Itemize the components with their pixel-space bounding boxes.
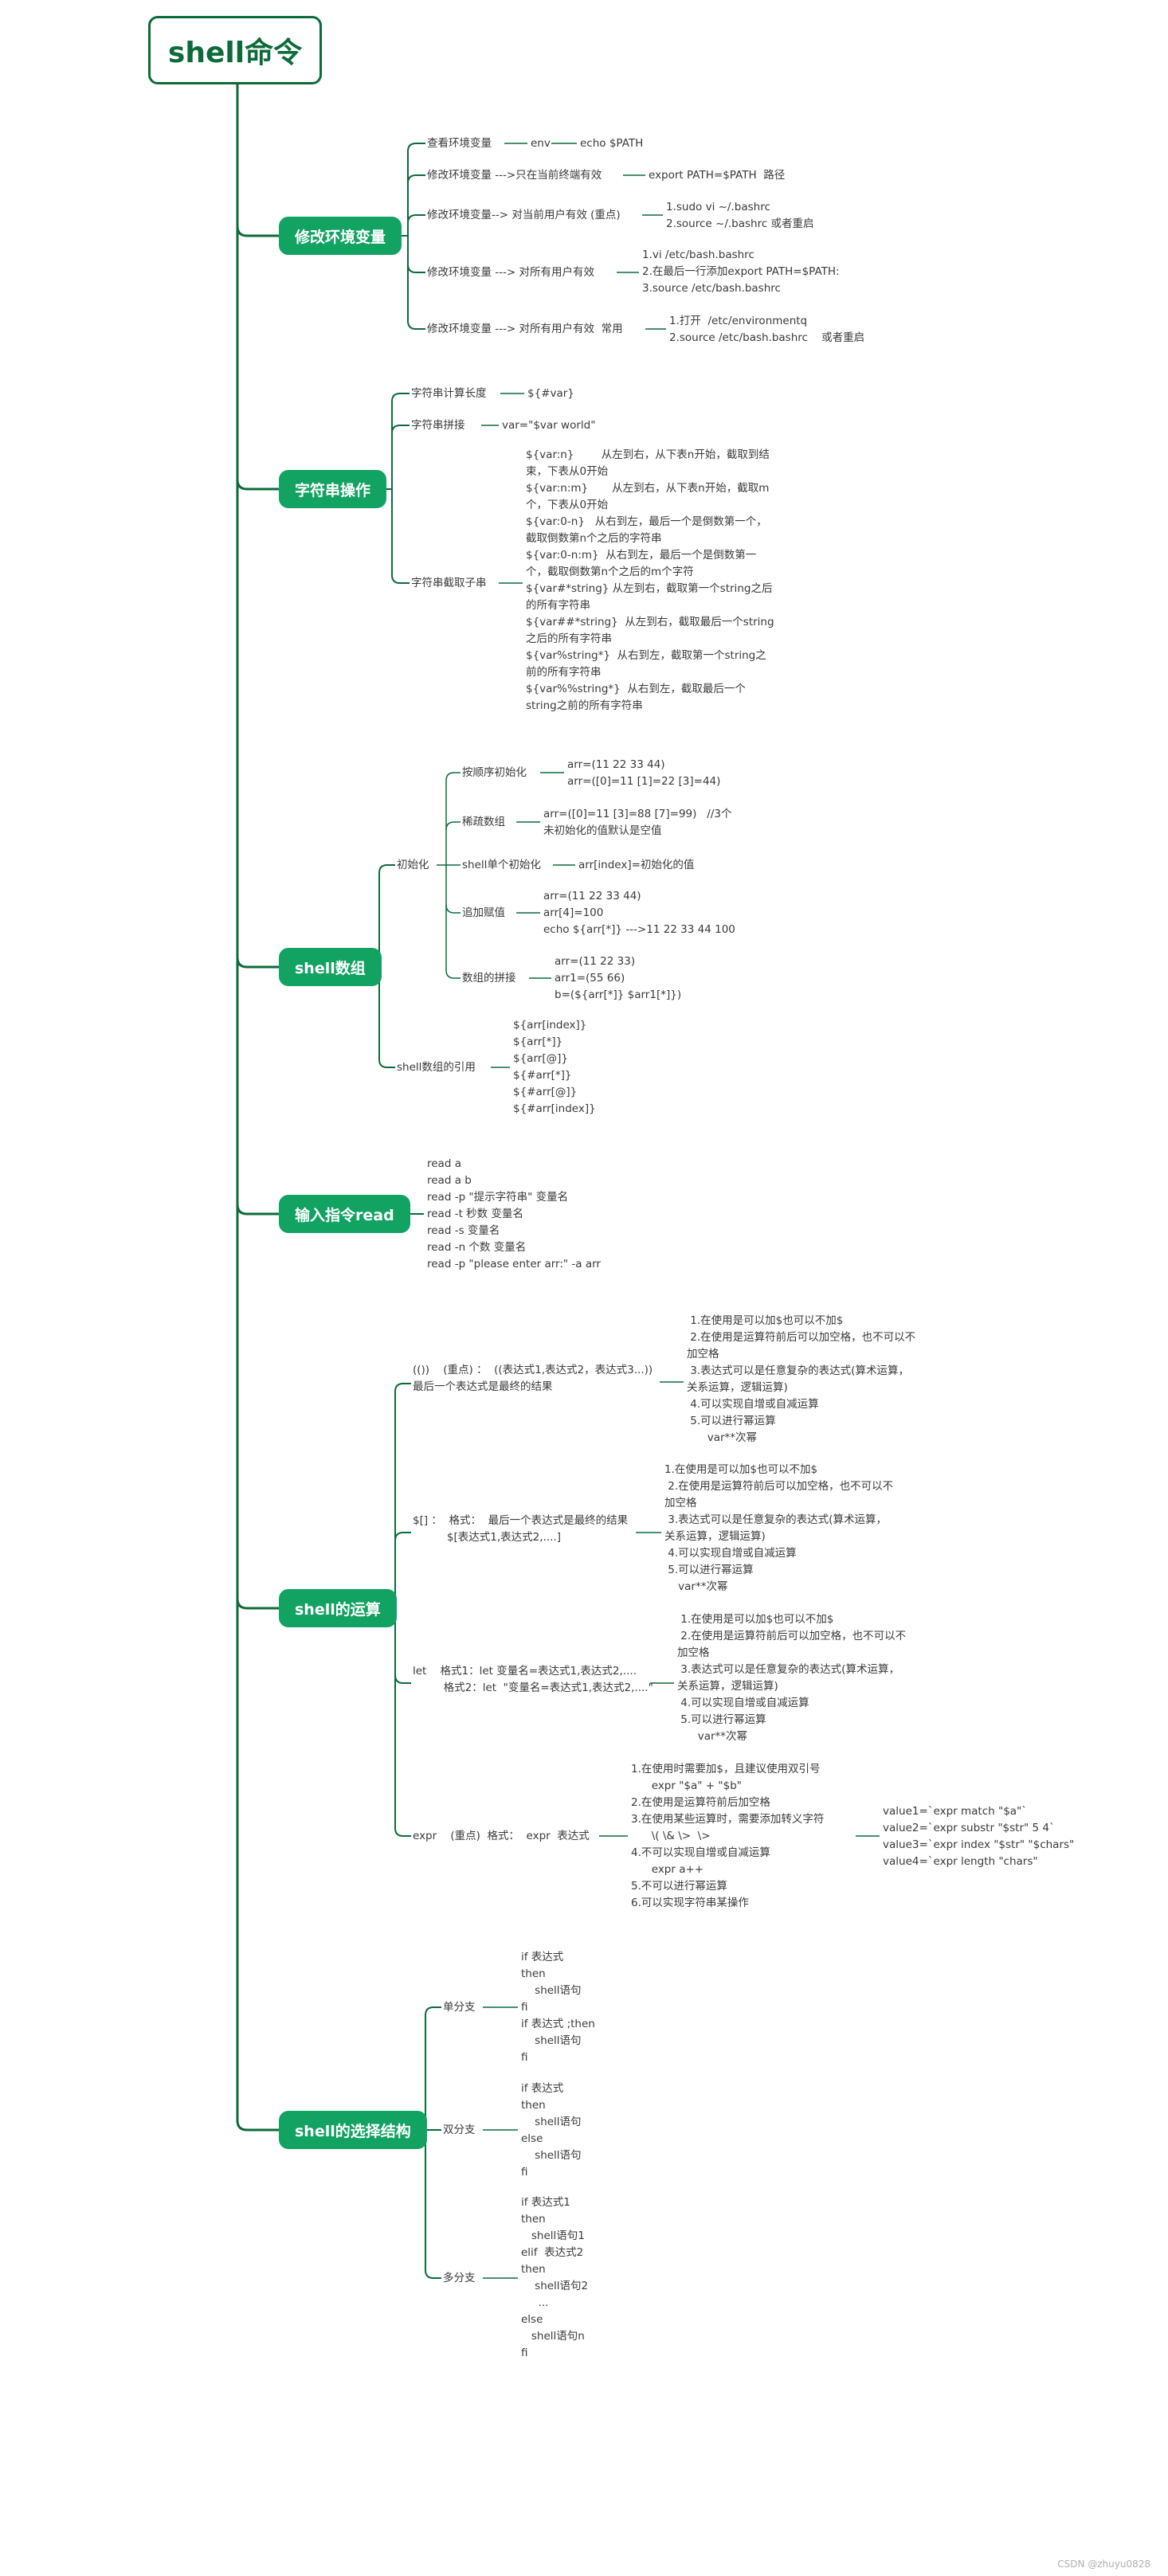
connector (407, 214, 425, 224)
str-length: 字符串计算长度 (411, 387, 487, 400)
root-node: shell命令 (148, 16, 322, 84)
connector (391, 425, 410, 434)
connector (391, 393, 410, 402)
env-current-user-steps: 1.sudo vi ~/.bashrc 2.source ~/.bashrc 或… (666, 201, 814, 230)
arr-seq-init: 按顺序初始化 (462, 766, 527, 779)
calc-expr-string-ops: value1=`expr match "$a"` value2=`expr su… (883, 1805, 1075, 1868)
connector (236, 479, 279, 491)
calc-brackets-notes: 1.在使用是可以加$也可以不加$ 2.在使用是运算符前后可以加空格，也不可以不 … (664, 1463, 894, 1593)
env-echo-path: echo $PATH (580, 137, 644, 150)
connector (425, 2006, 441, 2016)
connector (394, 1383, 411, 1392)
arr-reference: shell数组的引用 (397, 1061, 476, 1074)
connector (394, 1674, 411, 1684)
branch-string: 字符串操作 (279, 470, 387, 508)
env-all-users-common-steps: 1.打开 /etc/environmentq 2.source /etc/bas… (669, 315, 865, 344)
calc-brackets: $[] ： 格式： 最后一个表达式是最终的结果 $[表达式1,表达式2,....… (413, 1514, 629, 1544)
arr-sparse: 稀疏数组 (462, 816, 505, 828)
str-concat: 字符串拼接 (411, 419, 465, 432)
connector (425, 2269, 441, 2279)
connector (445, 969, 461, 979)
connector (236, 225, 279, 237)
branch-calc: shell的运算 (279, 1589, 397, 1627)
arr-append: 追加赋值 (462, 906, 505, 919)
arr-seq-init-code: arr=(11 22 33 44) arr=([0]=11 [1]=22 [3]… (567, 758, 721, 788)
connector (236, 1598, 279, 1610)
branch-select: shell的选择结构 (279, 2111, 427, 2149)
watermark-text: CSDN @zhuyu0828 (1057, 2558, 1150, 2570)
env-terminal: 修改环境变量 --->只在当前终端有效 (427, 169, 602, 182)
env-all-users-steps: 1.vi /etc/bash.bashrc 2.在最后一行添加export PA… (642, 249, 840, 295)
calc-let-notes: 1.在使用是可以加$也可以不加$ 2.在使用是运算符前后可以加空格，也不可以不 … (677, 1613, 907, 1743)
env-view: 查看环境变量 (427, 137, 492, 150)
arr-concat-code: arr=(11 22 33) arr1=(55 66) b=(${arr[*]}… (555, 955, 682, 1001)
select-single-code: if 表达式 then shell语句 fi if 表达式 ;then shel… (521, 1951, 595, 2064)
str-substring: 字符串截取子串 (411, 577, 487, 589)
env-current-user: 修改环境变量--> 对当前用户有效 (重点) (427, 209, 621, 221)
connector (394, 1532, 411, 1541)
connector (445, 821, 461, 831)
env-terminal-cmd: export PATH=$PATH 路径 (649, 169, 786, 182)
arr-single-init: shell单个初始化 (462, 859, 541, 871)
str-length-syntax: ${#var} (527, 387, 574, 400)
calc-let: let 格式1：let 变量名=表达式1,表达式2,.... 格式2：let "… (413, 1665, 653, 1694)
branch-env: 修改环境变量 (279, 217, 402, 255)
connector (378, 1059, 395, 1068)
connector (394, 1827, 411, 1837)
connector (407, 320, 425, 330)
calc-expr-notes: 1.在使用时需要加$，且建议使用双引号 expr "$a" + "$b" 2.在… (631, 1763, 825, 1909)
env-cmd: env (531, 137, 551, 150)
select-double-code: if 表达式 then shell语句 else shell语句 fi (521, 2082, 582, 2179)
calc-double-paren: (()) (重点) ： ((表达式1,表达式2，表达式3...)) 最后一个表达… (413, 1364, 653, 1393)
select-multi: 多分支 (443, 2272, 476, 2284)
branch-read: 输入指令read (279, 1195, 410, 1233)
calc-double-paren-notes: 1.在使用是可以加$也可以不加$ 2.在使用是运算符前后可以加空格，也不可以不 … (687, 1314, 916, 1444)
connector (236, 1204, 279, 1216)
select-multi-code: if 表达式1 then shell语句1 elif 表达式2 then she… (521, 2196, 589, 2359)
str-substring-rules: ${var:n} 从左到右，从下表n开始，截取到结 束，下表从0开始 ${var… (526, 448, 774, 712)
env-all-users-common: 修改环境变量 ---> 对所有用户有效 常用 (427, 323, 623, 335)
connector (407, 174, 425, 184)
arr-init: 初始化 (397, 859, 429, 871)
select-single: 单分支 (443, 2001, 476, 2014)
branch-array: shell数组 (279, 948, 382, 986)
arr-sparse-code: arr=([0]=11 [3]=88 [7]=99) //3个 未初始化的值默认… (543, 808, 732, 837)
connector (445, 772, 461, 781)
connector (407, 264, 425, 273)
arr-single-init-code: arr[index]=初始化的值 (578, 859, 695, 871)
arr-reference-syntax: ${arr[index]} ${arr[*]} ${arr[@]} ${#arr… (513, 1019, 596, 1115)
connector (391, 574, 410, 584)
select-double: 双分支 (443, 2124, 476, 2136)
connector (407, 143, 425, 152)
connector (378, 864, 395, 874)
arr-append-code: arr=(11 22 33 44) arr[4]=100 echo ${arr[… (543, 890, 735, 936)
str-concat-syntax: var="$var world" (502, 419, 596, 432)
connector (445, 904, 461, 914)
arr-concat: 数组的拼接 (462, 972, 516, 985)
connector (236, 957, 279, 969)
read-usage: read a read a b read -p "提示字符串" 变量名 read… (427, 1157, 601, 1270)
calc-expr: expr (重点) 格式： expr 表达式 (413, 1830, 590, 1842)
connector (236, 2120, 279, 2132)
env-all-users: 修改环境变量 ---> 对所有用户有效 (427, 266, 595, 279)
